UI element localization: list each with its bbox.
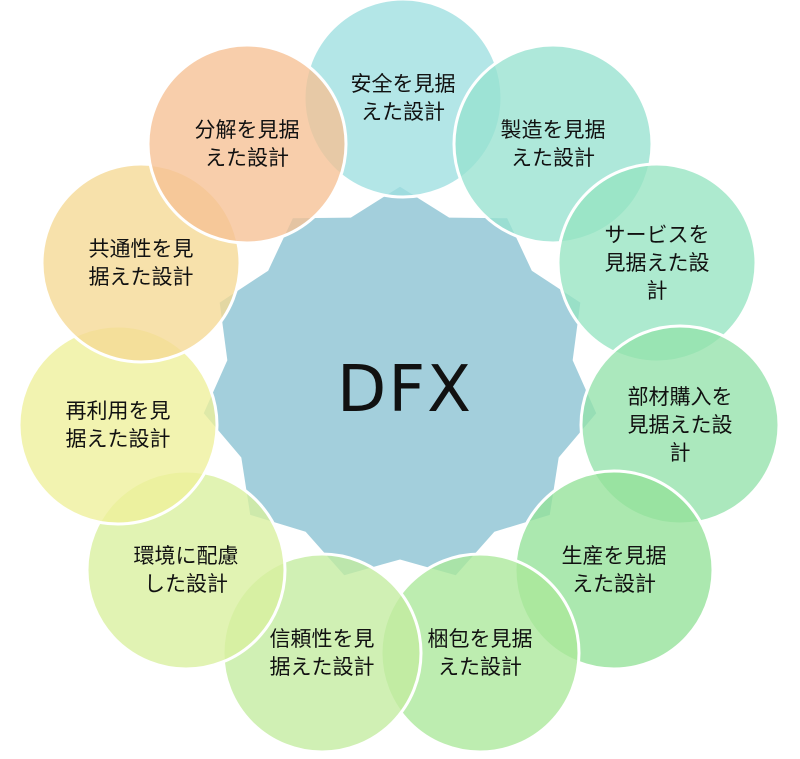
node-label-procurement: 部材購入を 見据えた設 計 [627, 385, 733, 465]
node-label-disassembly: 分解を見据 えた設計 [194, 118, 300, 170]
node-label-reuse: 再利用を見 据えた設計 [65, 399, 171, 451]
node-label-safety: 安全を見据 えた設計 [350, 72, 456, 124]
node-circle-disassembly [146, 43, 348, 245]
node-label-packaging: 梱包を見据 えた設計 [427, 627, 533, 679]
center-label: DFX [337, 353, 473, 427]
node-label-commonality: 共通性を見 据えた設計 [88, 237, 194, 289]
node-label-reliability: 信頼性を見 据えた設計 [269, 627, 375, 679]
node-label-environment: 環境に配慮 した設計 [133, 544, 239, 596]
node-circles [17, 0, 781, 754]
node-label-manufacturing: 製造を見据 えた設計 [500, 118, 606, 170]
node-label-production: 生産を見据 えた設計 [561, 544, 667, 596]
node-label-service: サービスを 見据えた設 計 [604, 223, 710, 303]
